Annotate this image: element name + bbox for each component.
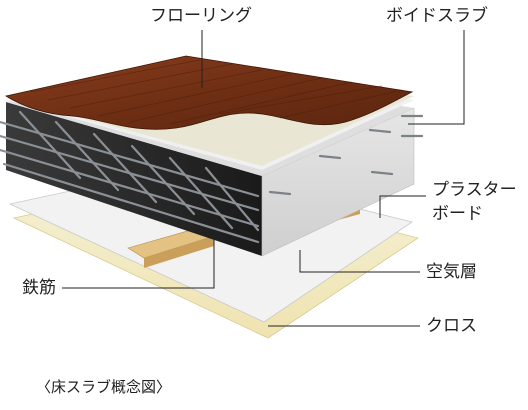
label-rebar: 鉄筋 xyxy=(22,278,56,298)
leader-void-slab xyxy=(408,30,465,125)
leader-rebar xyxy=(62,236,215,289)
slab-side-face xyxy=(261,107,415,257)
label-plaster-board-line2: ボード xyxy=(432,204,483,224)
label-cloth: クロス xyxy=(426,316,477,336)
label-void-slab: ボイドスラブ xyxy=(386,6,488,26)
label-plaster-board-line1: プラスター xyxy=(432,180,517,200)
leader-lines xyxy=(62,30,465,327)
leader-air-layer xyxy=(299,250,420,273)
label-air-layer: 空気層 xyxy=(426,262,477,282)
rebar-ends xyxy=(268,114,424,196)
rebar-grid xyxy=(0,110,260,244)
wood-grain xyxy=(29,59,403,125)
leader-plaster-board xyxy=(379,195,426,218)
label-flooring: フローリング xyxy=(150,6,252,26)
diagram-caption: 〈床スラブ概念図〉 xyxy=(36,378,172,396)
